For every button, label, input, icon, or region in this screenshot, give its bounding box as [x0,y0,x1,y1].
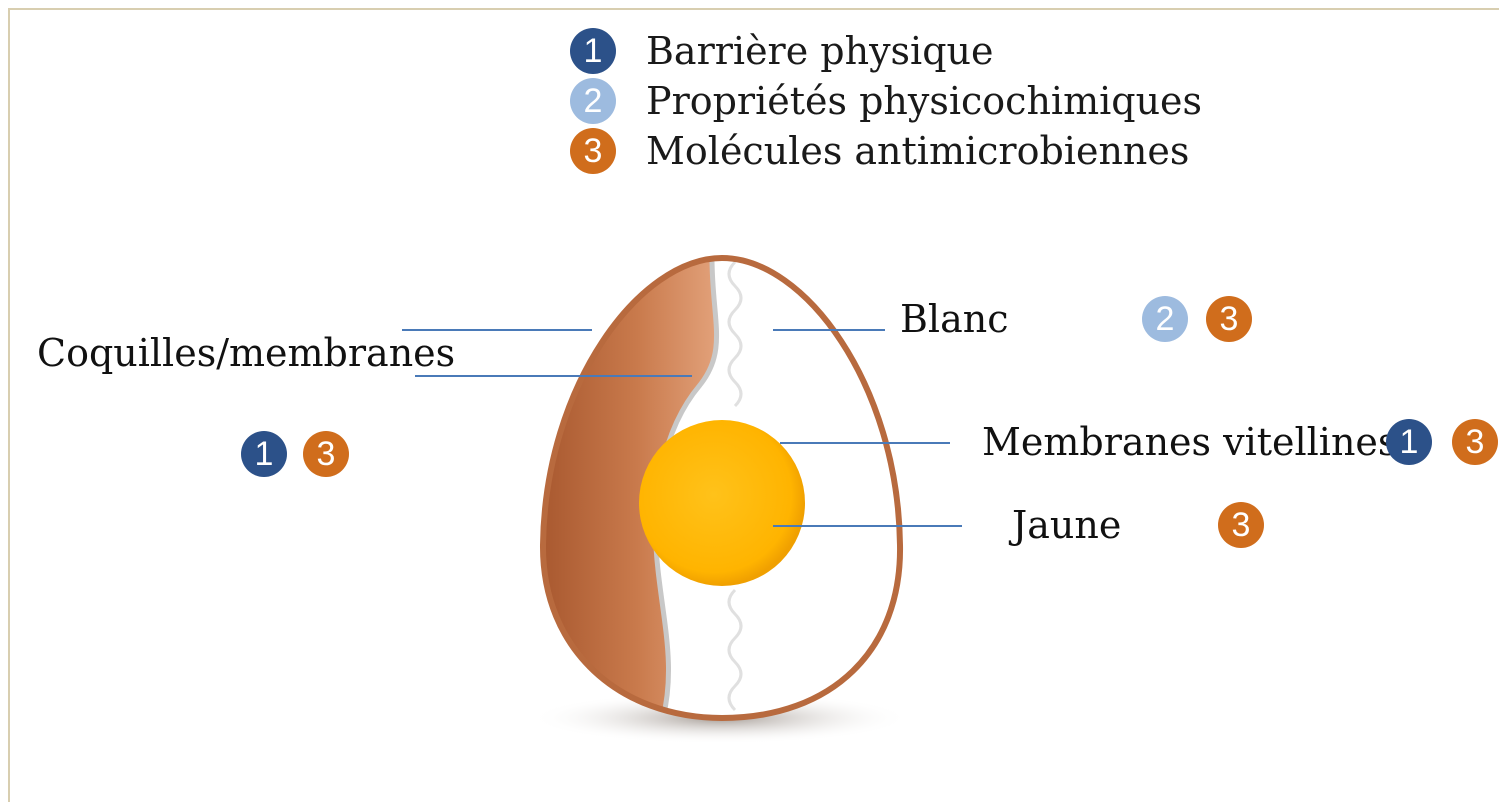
yolk-badge-3: 3 [1218,502,1264,548]
shell-badge-1: 1 [241,431,287,477]
vitelline-badge-1: 1 [1386,419,1432,465]
label-yolk: Jaune [1012,502,1121,548]
label-vitelline-membranes: Membranes vitellines [982,419,1397,465]
label-shell-membranes: Coquilles/membranes [37,330,455,376]
label-white: Blanc [900,296,1009,342]
white-badge-2: 2 [1142,296,1188,342]
egg-yolk [639,420,805,586]
vitelline-badge-3: 3 [1452,419,1498,465]
white-badge-3: 3 [1206,296,1252,342]
shell-badge-3: 3 [303,431,349,477]
